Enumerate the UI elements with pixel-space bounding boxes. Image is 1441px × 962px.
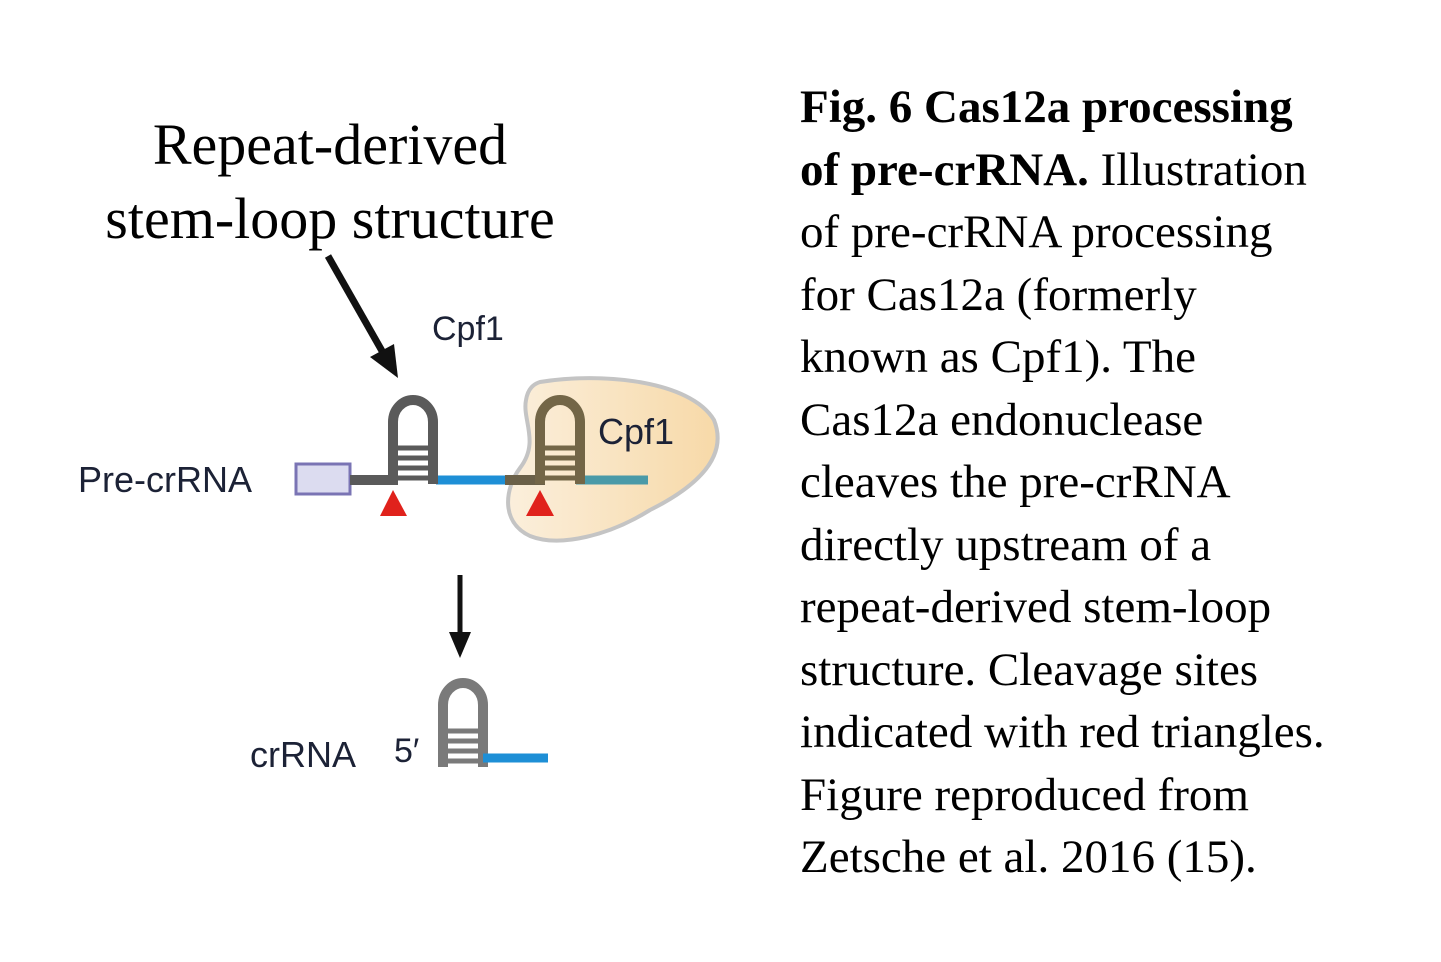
mature-crrna-stem-loop [443, 683, 483, 767]
processing-arrow-icon [449, 575, 471, 658]
callout-arrow-icon [324, 254, 398, 378]
caption-line: Cas12a endonuclease [800, 393, 1204, 446]
pre-crrna-label: Pre-crRNA [78, 459, 252, 500]
callout-line-1: Repeat-derived [152, 112, 508, 177]
caption-line: indicated with red triangles. [800, 706, 1325, 758]
cleavage-site-triangle-icon [380, 490, 407, 516]
caption-title-line-1: Fig. 6 Cas12a processing [800, 81, 1293, 133]
caption-title-line-2: of pre-crRNA. Illustration [800, 143, 1307, 196]
caption-line: cleaves the pre-crRNA [800, 456, 1231, 508]
caption-line: known as Cpf1). The [800, 331, 1196, 383]
leader-box [294, 462, 352, 496]
caption-line: for Cas12a (formerly [800, 268, 1197, 321]
callout-line-2: stem-loop structure [105, 186, 555, 251]
caption-line: of pre-crRNA processing [800, 206, 1273, 258]
caption-line: repeat-derived stem-loop [800, 581, 1272, 633]
caption-line: Figure reproduced from [800, 768, 1249, 821]
caption-line: Zetsche et al. 2016 (15). [800, 831, 1257, 883]
figure-caption: Fig. 6 Cas12a processing of pre-crRNA. I… [800, 76, 1420, 889]
cpf1-label-bound: Cpf1 [598, 411, 674, 452]
cleavage-site-triangle-icon [526, 490, 554, 516]
caption-line: structure. Cleavage sites [800, 643, 1259, 696]
five-prime-label: 5′ [394, 732, 419, 770]
caption-line: directly upstream of a [800, 518, 1212, 571]
stem-loop-callout: Repeat-derived stem-loop structure [60, 108, 600, 256]
cpf1-protein-shape [506, 376, 720, 543]
crrna-label: crRNA [250, 734, 356, 775]
repeat-stem-loop-1 [393, 400, 433, 484]
cpf1-label-top: Cpf1 [432, 310, 504, 348]
